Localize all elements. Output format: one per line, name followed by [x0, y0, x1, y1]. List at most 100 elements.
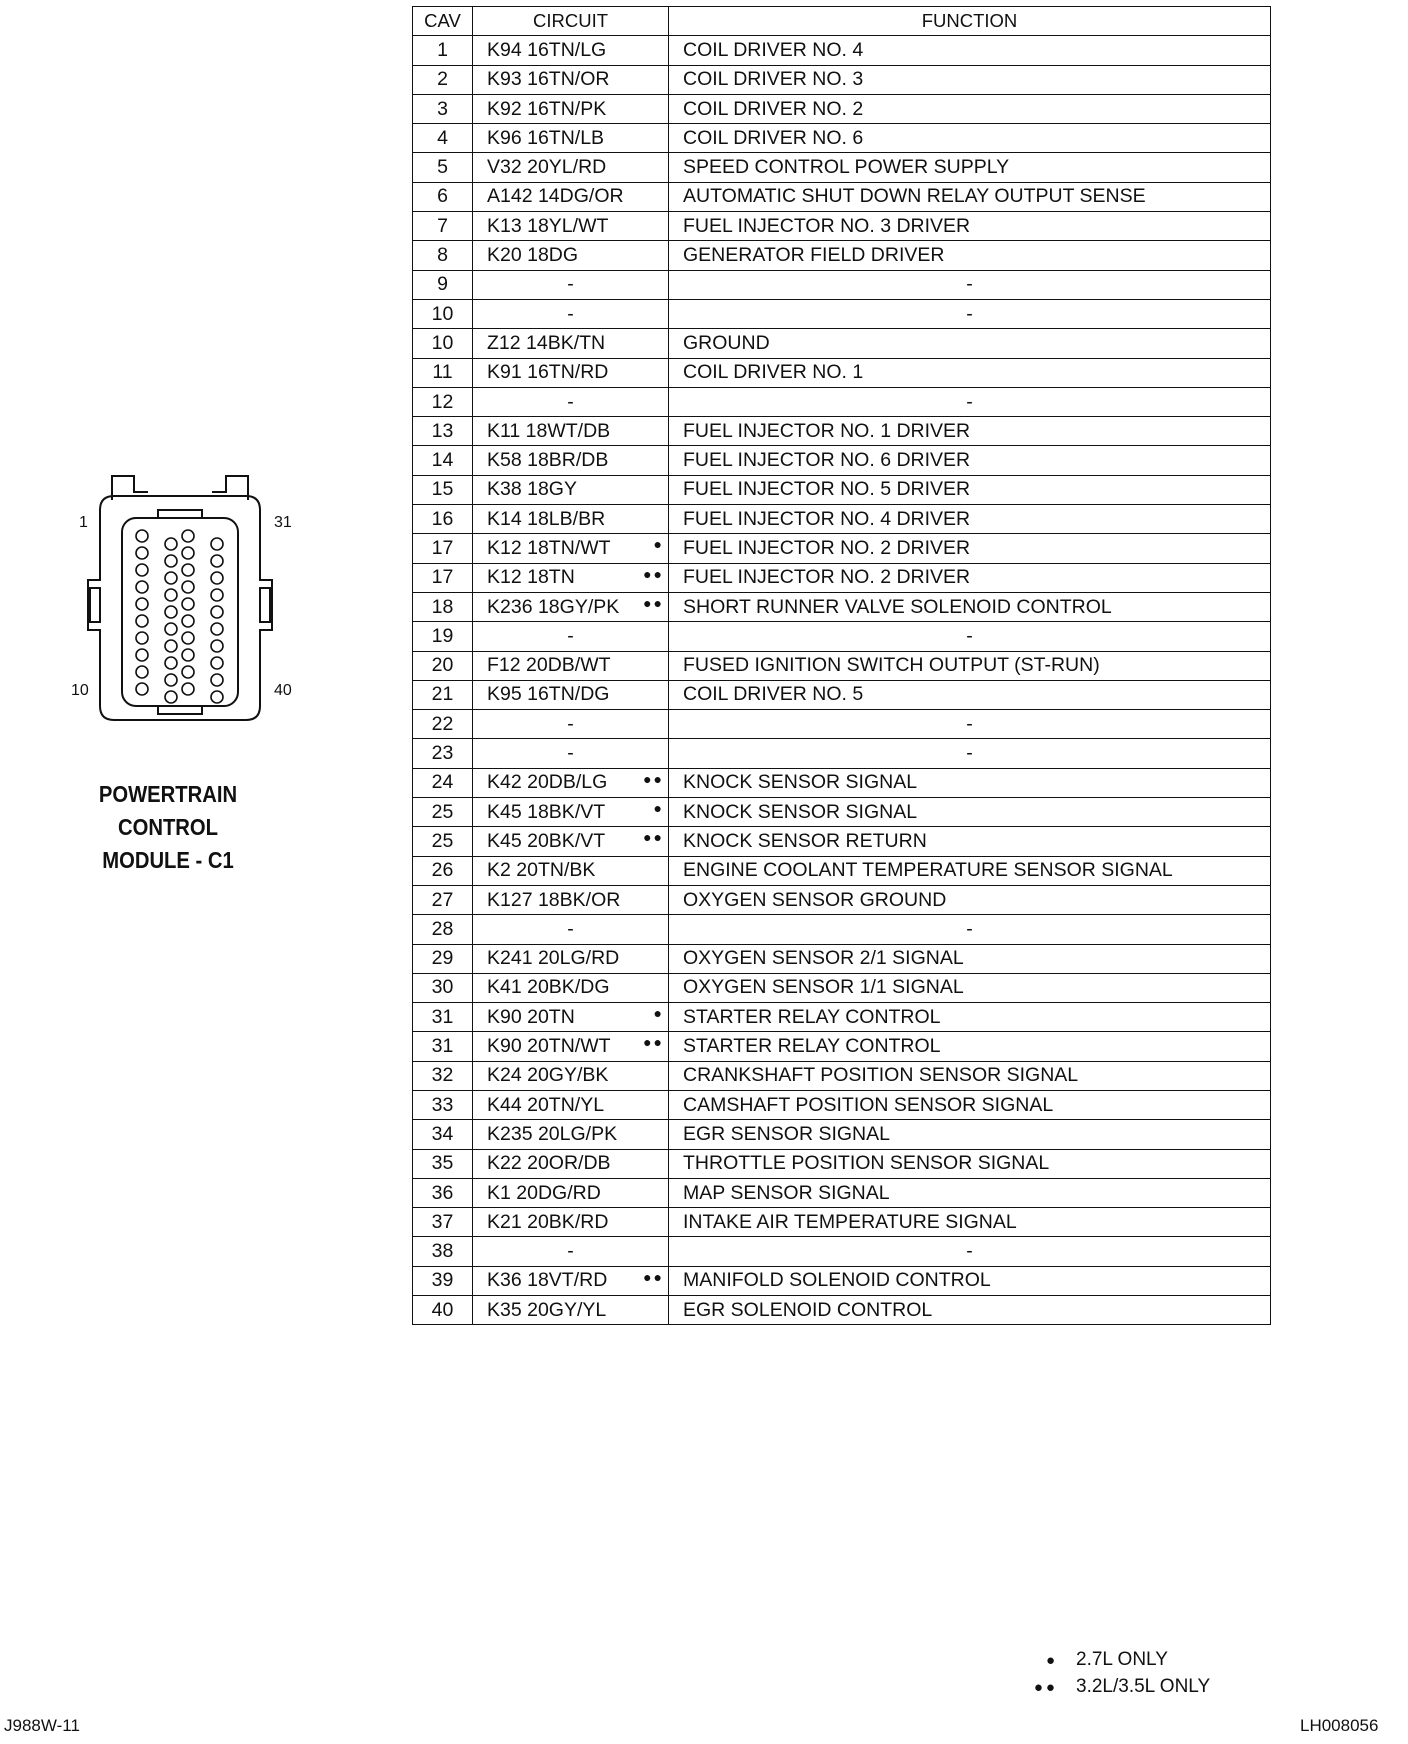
- function-cell: OXYGEN SENSOR 2/1 SIGNAL: [668, 943, 1271, 974]
- cav-cell: 34: [412, 1119, 473, 1150]
- function-cell: AUTOMATIC SHUT DOWN RELAY OUTPUT SENSE: [668, 181, 1271, 213]
- function-cell: -: [668, 1236, 1271, 1267]
- circuit-cell: K12 18TN/WT●: [472, 533, 669, 564]
- circuit-text: K22 20OR/DB: [487, 1152, 611, 1175]
- circuit-text: K236 18GY/PK: [487, 595, 620, 618]
- cav-cell: 26: [412, 855, 473, 886]
- header-cav: CAV: [412, 5, 473, 37]
- cav-cell: 40: [412, 1295, 473, 1326]
- circuit-text: K12 18TN: [487, 566, 575, 589]
- table-row: 28--: [412, 914, 1271, 945]
- connector-pin: [181, 580, 195, 594]
- table-row: 12--: [412, 386, 1271, 418]
- cav-cell: 16: [412, 504, 473, 535]
- module-title-line-1: POWERTRAIN: [98, 781, 238, 807]
- circuit-text: K96 16TN/LB: [487, 126, 605, 149]
- function-cell: -: [668, 621, 1271, 652]
- table-header-row: CAV CIRCUIT FUNCTION: [412, 5, 1271, 37]
- cav-cell: 2: [412, 64, 473, 95]
- connector-pin: [210, 673, 224, 687]
- circuit-text: K127 18BK/OR: [487, 888, 621, 911]
- pin-label-1: 1: [79, 514, 88, 531]
- circuit-cell: K13 18YL/WT: [472, 211, 669, 242]
- circuit-cell: K20 18DG: [472, 240, 669, 271]
- function-cell: -: [668, 298, 1271, 330]
- circuit-cell: K90 20TN●: [472, 1002, 669, 1033]
- cav-cell: 10: [412, 298, 473, 330]
- pin-label-10: 10: [71, 682, 89, 699]
- function-cell: ENGINE COOLANT TEMPERATURE SENSOR SIGNAL: [668, 855, 1271, 886]
- double-dot-marker-icon: ●●: [643, 1268, 664, 1285]
- circuit-cell: K95 16TN/DG: [472, 679, 669, 711]
- circuit-text: K11 18WT/DB: [487, 419, 611, 442]
- circuit-cell: -: [472, 914, 669, 945]
- connector-pin: [164, 622, 178, 636]
- cav-cell: 9: [412, 269, 473, 300]
- connector-pin: [210, 537, 224, 551]
- connector-pin: [210, 690, 224, 704]
- pin-label-40: 40: [274, 682, 292, 699]
- function-cell: CAMSHAFT POSITION SENSOR SIGNAL: [668, 1089, 1271, 1121]
- circuit-cell: K11 18WT/DB: [472, 416, 669, 447]
- function-cell: OXYGEN SENSOR 1/1 SIGNAL: [668, 972, 1271, 1004]
- connector-pin: [135, 563, 149, 577]
- cav-cell: 23: [412, 738, 473, 769]
- connector-outline-icon: [87, 475, 273, 721]
- connector-pin: [135, 529, 149, 543]
- cav-cell: 6: [412, 181, 473, 213]
- connector-pin: [135, 580, 149, 594]
- function-cell: EGR SOLENOID CONTROL: [668, 1295, 1271, 1326]
- function-cell: COIL DRIVER NO. 3: [668, 64, 1271, 95]
- cav-cell: 17: [412, 562, 473, 593]
- cav-cell: 32: [412, 1060, 473, 1091]
- cav-cell: 38: [412, 1236, 473, 1267]
- cav-cell: 7: [412, 211, 473, 242]
- cav-cell: 4: [412, 123, 473, 154]
- table-row: 4 K96 16TN/LB COIL DRIVER NO. 6: [412, 123, 1271, 154]
- connector-pin: [181, 648, 195, 662]
- cav-cell: 31: [412, 1002, 473, 1033]
- circuit-text: K1 20DG/RD: [487, 1181, 601, 1204]
- double-dot-marker-icon: ●●: [643, 594, 664, 611]
- circuit-text: K90 20TN: [487, 1005, 575, 1028]
- module-title-line-2: CONTROL: [117, 814, 219, 840]
- circuit-cell: -: [472, 298, 669, 330]
- circuit-cell: K58 18BR/DB: [472, 445, 669, 476]
- connector-pin: [164, 571, 178, 585]
- function-cell: FUEL INJECTOR NO. 3 DRIVER: [668, 211, 1271, 242]
- circuit-text: K95 16TN/DG: [487, 683, 610, 706]
- circuit-cell: -: [472, 738, 669, 769]
- footer-left-code: J988W-11: [4, 1716, 80, 1735]
- cav-cell: 8: [412, 240, 473, 271]
- function-cell: COIL DRIVER NO. 2: [668, 93, 1271, 125]
- table-row: 22--: [412, 709, 1271, 740]
- function-cell: THROTTLE POSITION SENSOR SIGNAL: [668, 1148, 1271, 1179]
- connector-pin: [135, 546, 149, 560]
- connector-pin: [181, 597, 195, 611]
- circuit-text: V32 20YL/RD: [487, 156, 607, 179]
- function-cell: FUSED IGNITION SWITCH OUTPUT (ST-RUN): [668, 650, 1271, 681]
- function-cell: -: [668, 269, 1271, 300]
- function-cell: COIL DRIVER NO. 6: [668, 123, 1271, 154]
- function-cell: CRANKSHAFT POSITION SENSOR SIGNAL: [668, 1060, 1271, 1091]
- table-row: 19--: [412, 621, 1271, 652]
- double-dot-marker-icon: ●●: [643, 829, 664, 846]
- circuit-cell: K42 20DB/LG●●: [472, 767, 669, 799]
- circuit-text: K42 20DB/LG: [487, 771, 608, 794]
- function-cell: GENERATOR FIELD DRIVER: [668, 240, 1271, 271]
- function-cell: MANIFOLD SOLENOID CONTROL: [668, 1265, 1271, 1297]
- connector-pin: [210, 588, 224, 602]
- function-cell: STARTER RELAY CONTROL: [668, 1002, 1271, 1033]
